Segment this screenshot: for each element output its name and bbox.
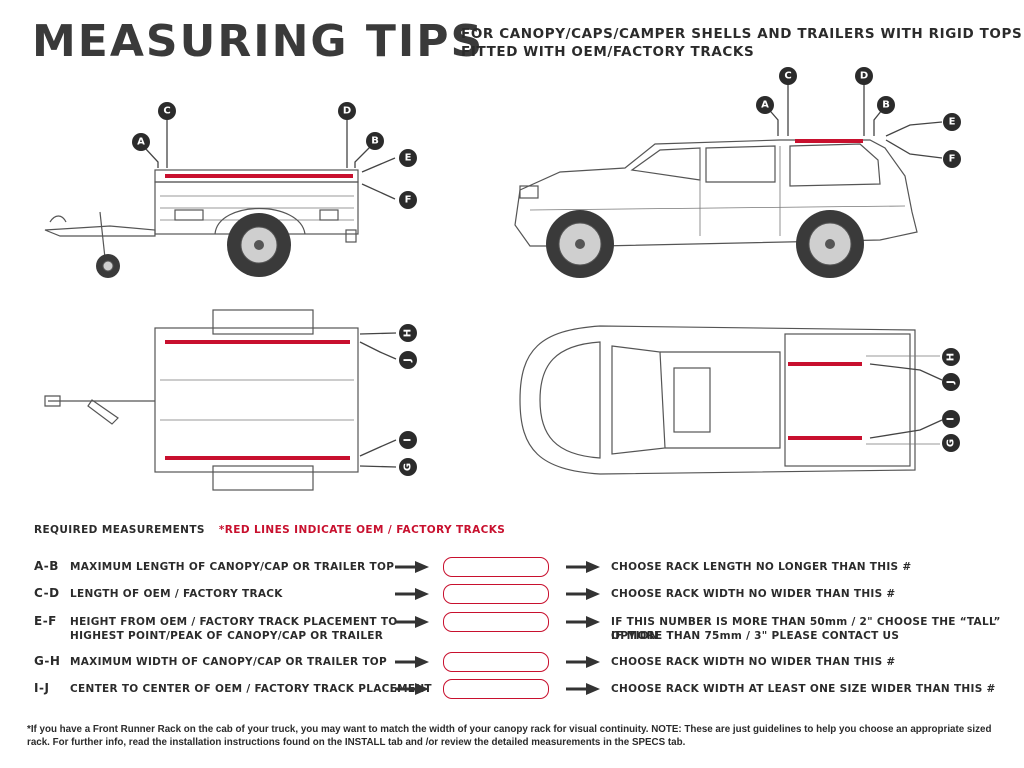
svg-text:D: D — [860, 71, 868, 82]
svg-text:E: E — [405, 153, 412, 164]
truck-top-view — [519, 325, 943, 475]
svg-text:C: C — [784, 71, 791, 82]
svg-text:A: A — [137, 137, 145, 148]
row-code: G-H — [34, 654, 61, 668]
row-description: MAXIMUM WIDTH OF CANOPY/CAP OR TRAILER T… — [70, 656, 388, 668]
badge-i-truck: I — [942, 410, 960, 428]
svg-text:I: I — [946, 417, 957, 421]
measurement-input-box[interactable] — [443, 679, 549, 699]
measurement-input-box[interactable] — [443, 557, 549, 577]
measurement-row-ef: E-F HEIGHT FROM OEM / FACTORY TRACK PLAC… — [0, 612, 1024, 642]
badge-c-truck: C — [779, 67, 797, 85]
row-action-line-1: IF THIS NUMBER IS MORE THAN 50mm / 2" CH… — [611, 616, 1001, 642]
badge-b-trailer: B — [366, 132, 384, 150]
badge-h-trailer: H — [399, 324, 417, 342]
page-title: MEASURING TIPS — [32, 16, 485, 67]
arrow-right-icon — [566, 656, 600, 668]
svg-text:G: G — [946, 439, 957, 447]
badge-j-truck: J — [942, 373, 960, 391]
trailer-side-view — [44, 118, 396, 278]
svg-text:F: F — [949, 154, 956, 165]
row-action: CHOOSE RACK LENGTH NO LONGER THAN THIS # — [611, 561, 912, 573]
svg-text:H: H — [403, 329, 414, 337]
arrow-right-icon — [395, 683, 429, 695]
badge-b-truck: B — [877, 96, 895, 114]
svg-text:F: F — [405, 195, 412, 206]
arrow-right-icon — [395, 616, 429, 628]
badge-j-trailer: J — [399, 351, 417, 369]
row-action: CHOOSE RACK WIDTH AT LEAST ONE SIZE WIDE… — [611, 683, 996, 695]
svg-text:C: C — [163, 106, 170, 117]
arrow-right-icon — [566, 561, 600, 573]
measurement-row-cd: C-D LENGTH OF OEM / FACTORY TRACK CHOOSE… — [0, 584, 1024, 614]
required-measurements-heading: REQUIRED MEASUREMENTS *RED LINES INDICATE… — [34, 524, 505, 536]
subtitle-line-1: FOR CANOPY/CAPS/CAMPER SHELLS AND TRAILE… — [461, 26, 1023, 42]
measurement-input-box[interactable] — [443, 652, 549, 672]
svg-text:G: G — [403, 463, 414, 471]
measurement-input-box[interactable] — [443, 612, 549, 632]
row-action: CHOOSE RACK WIDTH NO WIDER THAN THIS # — [611, 656, 896, 668]
row-description: MAXIMUM LENGTH OF CANOPY/CAP OR TRAILER … — [70, 561, 395, 573]
arrow-right-icon — [566, 616, 600, 628]
svg-text:E: E — [949, 117, 956, 128]
subtitle-line-2: FITTED WITH OEM/FACTORY TRACKS — [461, 44, 755, 60]
badge-i-trailer: I — [399, 431, 417, 449]
badge-g-truck: G — [942, 434, 960, 452]
svg-text:J: J — [946, 380, 957, 385]
svg-text:B: B — [882, 100, 890, 111]
badge-d-truck: D — [855, 67, 873, 85]
badge-e-trailer: E — [399, 149, 417, 167]
row-description: LENGTH OF OEM / FACTORY TRACK — [70, 588, 283, 600]
badge-h-truck: H — [942, 348, 960, 366]
red-lines-note: *RED LINES INDICATE OEM / FACTORY TRACKS — [218, 524, 506, 536]
badge-f-truck: F — [943, 150, 961, 168]
row-code: C-D — [34, 586, 60, 600]
measuring-diagrams: .ln { fill:none; stroke:#555; stroke-wid… — [44, 67, 961, 491]
svg-text:B: B — [371, 136, 379, 147]
page-subtitle: FOR CANOPY/CAPS/CAMPER SHELLS AND TRAILE… — [461, 25, 1023, 61]
badge-a-trailer: A — [132, 133, 150, 151]
arrow-right-icon — [395, 561, 429, 573]
svg-text:J: J — [403, 358, 414, 363]
svg-text:D: D — [343, 106, 351, 117]
measurement-input-box[interactable] — [443, 584, 549, 604]
svg-text:H: H — [946, 353, 957, 361]
arrow-right-icon — [395, 588, 429, 600]
badge-g-trailer: G — [399, 458, 417, 476]
trailer-top-view — [44, 309, 397, 491]
row-description-line-2: HIGHEST POINT/PEAK OF CANOPY/CAP OR TRAI… — [70, 630, 384, 642]
truck-side-view — [514, 77, 943, 278]
badge-f-trailer: F — [399, 191, 417, 209]
badge-a-truck: A — [756, 96, 774, 114]
arrow-right-icon — [395, 656, 429, 668]
svg-text:A: A — [761, 100, 769, 111]
row-description-line-1: HEIGHT FROM OEM / FACTORY TRACK PLACEMEN… — [70, 616, 398, 628]
badge-e-truck: E — [943, 113, 961, 131]
measurement-row-gh: G-H MAXIMUM WIDTH OF CANOPY/CAP OR TRAIL… — [0, 652, 1024, 682]
row-action-line-2: IF MORE THAN 75mm / 3" PLEASE CONTACT US — [611, 630, 900, 642]
row-code: I-J — [34, 681, 50, 695]
badge-d-trailer: D — [338, 102, 356, 120]
svg-text:I: I — [403, 438, 414, 442]
required-heading-text: REQUIRED MEASUREMENTS — [34, 524, 205, 536]
footnote: *If you have a Front Runner Rack on the … — [27, 724, 992, 748]
arrow-right-icon — [566, 683, 600, 695]
row-code: A-B — [34, 559, 59, 573]
row-action: CHOOSE RACK WIDTH NO WIDER THAN THIS # — [611, 588, 896, 600]
measurement-row-ij: I-J CENTER TO CENTER OF OEM / FACTORY TR… — [0, 679, 1024, 709]
measurement-row-ab: A-B MAXIMUM LENGTH OF CANOPY/CAP OR TRAI… — [0, 557, 1024, 587]
badge-c-trailer: C — [158, 102, 176, 120]
row-code: E-F — [34, 614, 57, 628]
arrow-right-icon — [566, 588, 600, 600]
row-description: CENTER TO CENTER OF OEM / FACTORY TRACK … — [70, 683, 432, 695]
